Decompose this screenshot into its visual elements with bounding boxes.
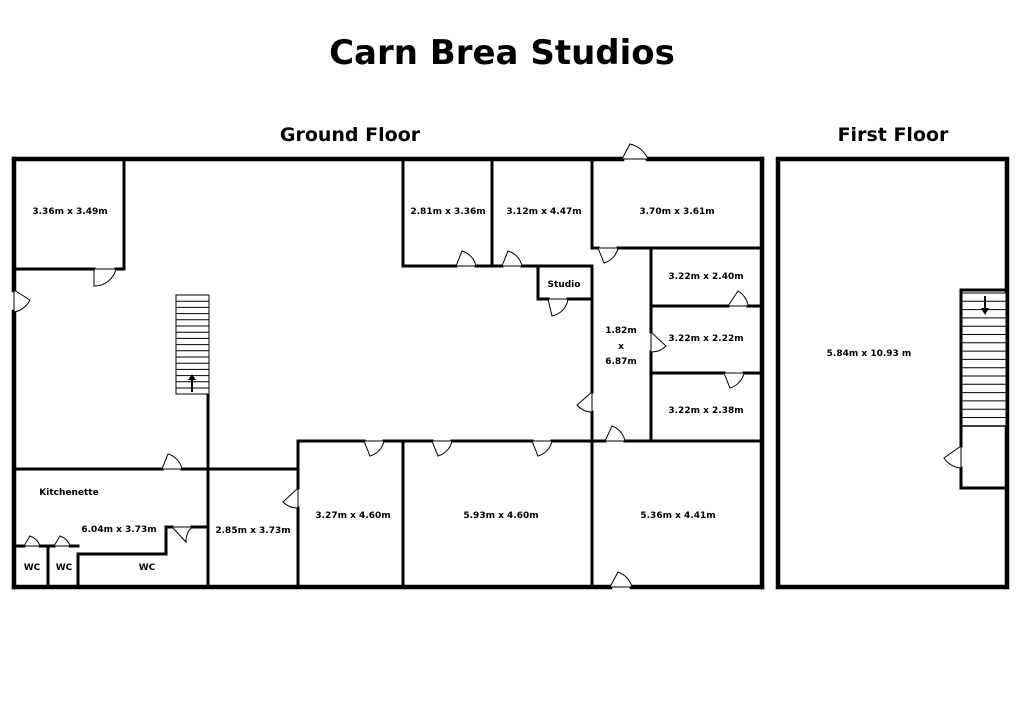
corridor-label-width: 1.82m: [605, 326, 637, 336]
room-label-kitchenette: Kitchenette: [39, 488, 98, 498]
stair-up-arrow-icon: [188, 374, 196, 380]
room-label: 5.84m x 10.93 m: [827, 349, 912, 359]
room-label: 6.04m x 3.73m: [81, 525, 156, 535]
room-label: 5.93m x 4.60m: [463, 511, 538, 521]
corridor-label-length: 6.87m: [605, 357, 637, 367]
stair-down-arrow-icon: [981, 308, 989, 315]
room-label-wc: WC: [24, 563, 41, 573]
room-label: 3.22m x 2.22m: [668, 334, 743, 344]
room-label: 3.12m x 4.47m: [506, 207, 581, 217]
first-floor-labels: 5.84m x 10.93 m: [827, 349, 912, 359]
first-floor-stairs: [943, 292, 1007, 469]
page-title: Carn Brea Studios: [329, 33, 675, 73]
room-label: 2.81m x 3.36m: [410, 207, 485, 217]
room-label-wc: WC: [56, 563, 73, 573]
ground-floor-doors: [13, 143, 749, 588]
room-label: 3.22m x 2.38m: [668, 406, 743, 416]
room-label: 2.85m x 3.73m: [215, 526, 290, 536]
ground-floor-stairs: [175, 294, 210, 395]
room-label: 3.22m x 2.40m: [668, 272, 743, 282]
room-label: 3.70m x 3.61m: [639, 207, 714, 217]
ground-floor-walls: [11, 156, 765, 590]
room-label-studio: Studio: [548, 280, 581, 290]
first-floor-heading: First Floor: [838, 124, 949, 146]
room-label: 3.27m x 4.60m: [315, 511, 390, 521]
room-label-wc: WC: [139, 563, 156, 573]
room-label: 3.36m x 3.49m: [32, 207, 107, 217]
room-label: 5.36m x 4.41m: [640, 511, 715, 521]
first-floor-door: [943, 445, 962, 469]
ground-floor-labels: 3.36m x 3.49m 2.81m x 3.36m 3.12m x 4.47…: [24, 207, 744, 573]
ground-floor-heading: Ground Floor: [280, 124, 421, 146]
corridor-label-x: x: [618, 342, 624, 352]
